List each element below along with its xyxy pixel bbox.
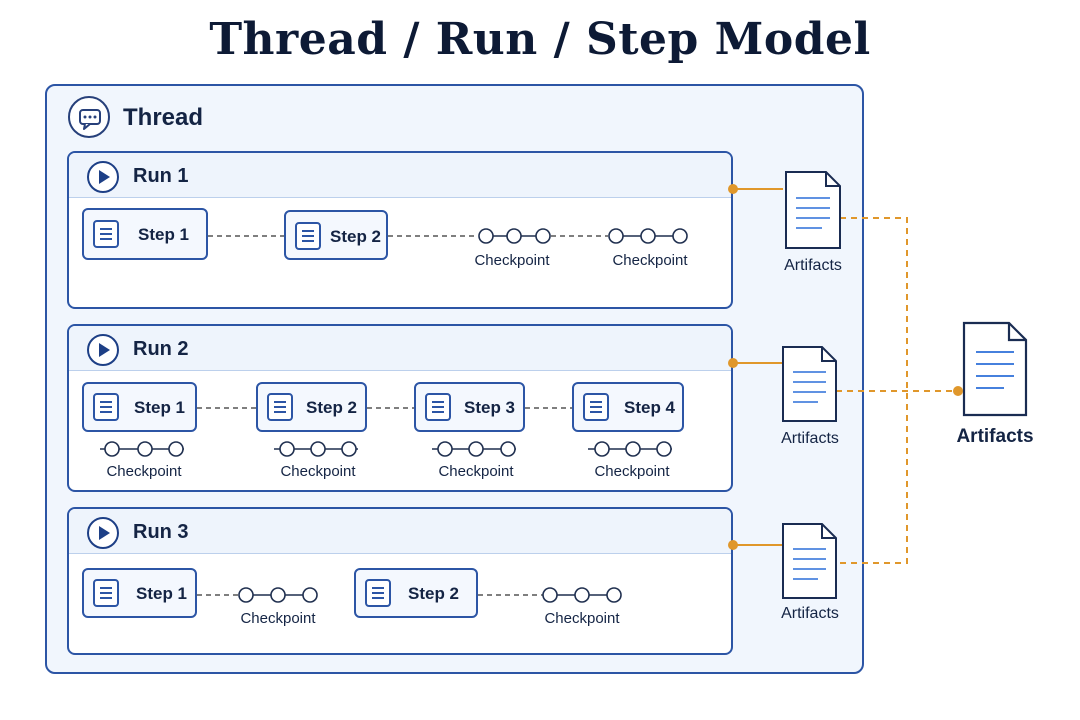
run-2-header [69,326,731,371]
run-1-box: Run 1 [67,151,733,309]
checkpoint-chain [542,587,622,603]
step-label: Step 3 [464,398,516,417]
checkpoint-label: Checkpoint [240,610,316,627]
checkpoint-label: Checkpoint [544,610,620,627]
run-2-artifacts-label: Artifacts [781,430,839,447]
checkpoint-chain [432,441,516,457]
checkpoint-chain [238,587,318,603]
run-1-step-1[interactable]: Step 1 [82,208,208,260]
step-label: Step 1 [134,398,186,417]
run-1-label: Run 1 [133,165,189,187]
checkpoint-chain [100,441,184,457]
document-list-icon [425,393,451,421]
document-icon [782,346,837,422]
checkpoint-label: Checkpoint [474,252,550,269]
checkpoint-label: Checkpoint [280,463,356,480]
run-2-label: Run 2 [133,338,189,360]
run-1-header [69,153,731,198]
run-3-label: Run 3 [133,521,189,543]
aggregate-artifacts-label: Artifacts [956,426,1034,447]
run-3-artifacts-label: Artifacts [781,605,839,622]
run-2-step-3[interactable]: Step 3 [414,382,525,432]
play-icon [87,517,119,549]
document-list-icon [583,393,609,421]
step-label: Step 4 [624,398,676,417]
checkpoint-label: Checkpoint [594,463,670,480]
play-icon [87,334,119,366]
run-2-step-4[interactable]: Step 4 [572,382,684,432]
checkpoint-chain [274,441,358,457]
chat-bubble-icon [68,96,110,138]
checkpoint-label: Checkpoint [106,463,182,480]
step-label: Step 2 [306,398,358,417]
page-title: Thread / Run / Step Model [209,14,871,65]
run-3-step-1[interactable]: Step 1 [82,568,197,618]
document-list-icon [93,393,119,421]
step-label: Step 2 [408,584,460,603]
checkpoint-label: Checkpoint [438,463,514,480]
step-label: Step 1 [136,584,188,603]
play-icon [87,161,119,193]
document-list-icon [295,222,321,250]
document-icon [785,171,841,249]
run-1-step-2[interactable]: Step 2 [284,210,388,260]
checkpoint-chain [478,228,551,244]
document-icon [962,321,1028,417]
run-2-step-2[interactable]: Step 2 [256,382,367,432]
document-icon [782,523,837,599]
document-list-icon [93,579,119,607]
thread-label: Thread [123,104,204,131]
step-label: Step 2 [330,227,382,246]
run-1-artifacts-label: Artifacts [784,257,842,274]
checkpoint-label: Checkpoint [612,252,688,269]
run-3-header [69,509,731,554]
document-list-icon [267,393,293,421]
checkpoint-chain [608,228,688,244]
run-2-step-1[interactable]: Step 1 [82,382,197,432]
document-list-icon [365,579,391,607]
document-list-icon [93,220,119,248]
step-label: Step 1 [138,225,190,244]
checkpoint-chain [588,441,672,457]
run-3-step-2[interactable]: Step 2 [354,568,478,618]
